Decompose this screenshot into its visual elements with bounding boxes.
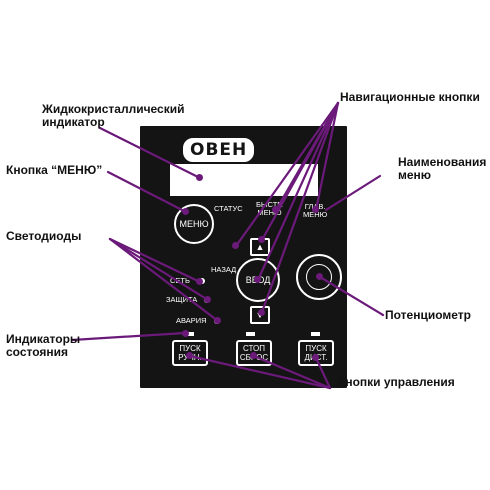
leader-nav-5 — [260, 101, 340, 314]
nav-dot-3 — [258, 236, 265, 243]
nav-dot-2 — [232, 242, 239, 249]
callout-nav-buttons: Навигационные кнопки — [340, 90, 480, 104]
quick-menu-label-line1: БЫСТР. — [256, 200, 283, 209]
leader-nav-3 — [256, 101, 340, 282]
leader-status-indicators — [70, 331, 187, 342]
callout-menu-names: Наименования меню — [398, 156, 486, 182]
quick-menu-label-line2: МЕНЮ — [257, 208, 282, 217]
leader-menu-names — [324, 174, 382, 212]
led-protection-label: ЗАЩИТА — [166, 295, 198, 304]
led-network-label: СЕТЬ — [170, 276, 190, 285]
potentiometer-ring — [306, 264, 332, 290]
callout-menu-names-line2: меню — [398, 168, 432, 182]
callout-status-indicators: Индикаторы состояния — [6, 333, 80, 359]
led-alarm-label: АВАРИЯ — [176, 316, 207, 325]
quick-menu-label: БЫСТР. МЕНЮ — [256, 201, 283, 217]
leader-control-3 — [314, 356, 332, 390]
remote-start-indicator — [311, 332, 320, 336]
menu-button-label: МЕНЮ — [179, 219, 209, 229]
leader-nav-4 — [260, 101, 340, 242]
leader-lcd — [98, 126, 202, 180]
callout-status-line1: Индикаторы — [6, 332, 81, 346]
leader-menu-button — [106, 170, 188, 214]
nav-dot-1 — [272, 206, 279, 213]
callout-potentiometer: Потенциометр — [385, 308, 471, 322]
nav-dot-4 — [254, 276, 261, 283]
callout-lcd: Жидкокристаллический индикатор — [42, 103, 185, 129]
menu-pointer-dot — [182, 208, 189, 215]
manual-start-label-line1: ПУСК — [179, 344, 201, 353]
nav-dot-5 — [258, 309, 265, 316]
menu-button[interactable]: МЕНЮ — [174, 204, 214, 244]
manual-start-indicator — [185, 332, 194, 336]
callout-lcd-line1: Жидкокристаллический — [42, 102, 185, 116]
control-dot-2 — [250, 352, 257, 359]
leader-control-1 — [188, 354, 332, 390]
control-dot-3 — [312, 354, 319, 361]
callout-lcd-line2: индикатор — [42, 115, 105, 129]
status-label: СТАТУС — [214, 204, 243, 213]
status-indicator-dot — [182, 330, 189, 337]
leader-led-2 — [108, 237, 210, 302]
potentiometer-dot — [316, 273, 323, 280]
stop-reset-indicator — [246, 332, 255, 336]
led-alarm-dot — [214, 317, 221, 324]
chevron-up-icon: ▲ — [255, 242, 265, 252]
callout-menu-button: Кнопка “МЕНЮ” — [6, 163, 103, 177]
callout-status-line2: состояния — [6, 345, 69, 359]
callout-leds: Светодиоды — [6, 229, 82, 243]
lcd-pointer-dot — [196, 174, 203, 181]
leader-led-1 — [108, 237, 202, 284]
leader-potentiometer — [318, 275, 385, 317]
callout-control-buttons: Кнопки управления — [338, 375, 455, 389]
callout-menu-names-line1: Наименования — [398, 155, 487, 169]
main-menu-label-line2: МЕНЮ — [303, 210, 328, 219]
leader-nav-6 — [314, 101, 340, 212]
owen-logo: OBEH — [183, 138, 255, 162]
control-dot-1 — [186, 352, 193, 359]
led-network-dot — [196, 278, 203, 285]
led-protection-dot — [204, 296, 211, 303]
stop-reset-label-line1: СТОП — [242, 344, 265, 353]
remote-start-label-line1: ПУСК — [305, 344, 327, 353]
back-label: НАЗАД — [211, 265, 237, 274]
leader-control-2 — [252, 354, 332, 390]
leader-nav-2 — [234, 101, 340, 248]
nav-dot-6 — [312, 206, 319, 213]
leader-led-3 — [108, 237, 220, 323]
